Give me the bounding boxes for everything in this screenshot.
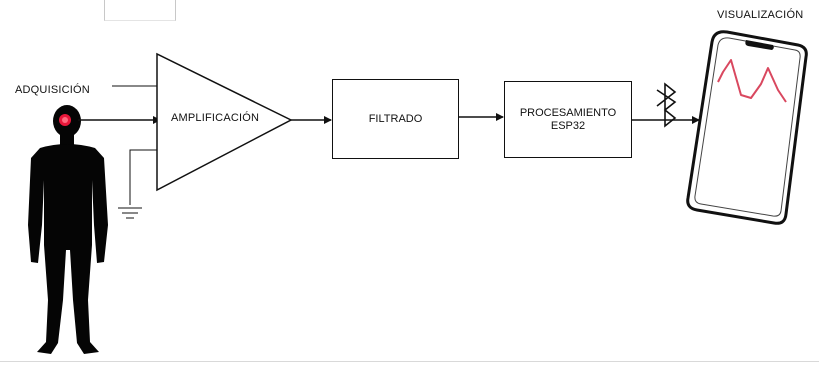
processing-sublabel: ESP32 [550,119,586,132]
phone-signal-wave [717,59,787,103]
amplification-label: AMPLIFICACIÓN [171,112,260,124]
amplifier-triangle [156,52,293,192]
ground-wire [129,149,157,205]
acquisition-label: ADQUISICIÓN [15,84,90,96]
human-silhouette [28,105,108,354]
top-frame-fragment [104,0,176,21]
bottom-divider [0,361,819,362]
ground-symbol [118,207,142,219]
visualization-label: VISUALIZACIÓN [717,9,804,21]
filter-block: FILTRADO [332,79,459,159]
smartphone [686,30,808,225]
processing-label: PROCESAMIENTO [519,106,617,119]
processing-block: PROCESAMIENTO ESP32 [504,81,632,158]
filter-label: FILTRADO [368,112,423,125]
bluetooth-icon [656,82,677,128]
